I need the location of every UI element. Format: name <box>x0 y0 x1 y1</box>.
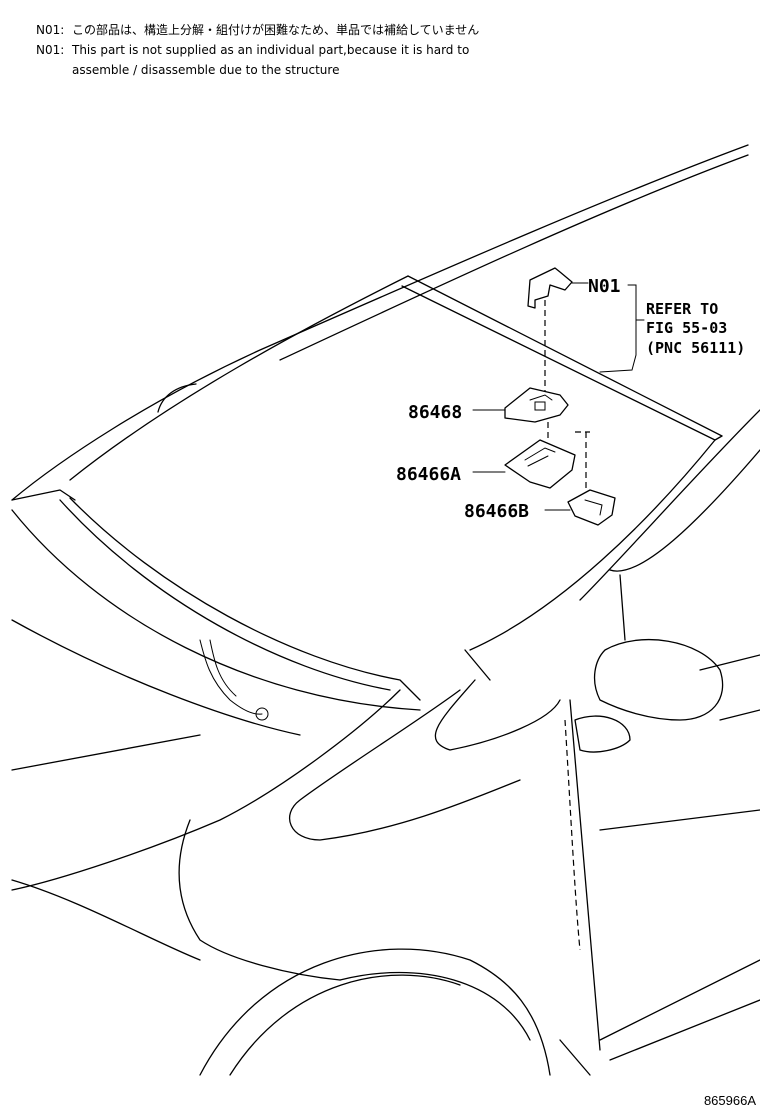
note-code: N01: <box>36 43 65 57</box>
reference-line3: (PNC 56111) <box>646 339 745 357</box>
reference-line1: REFER TO <box>646 300 718 318</box>
part-n01-bracket <box>527 267 573 309</box>
note-code: N01: <box>36 23 65 37</box>
callout-86466b: 86466B <box>464 501 529 522</box>
callout-86468: 86468 <box>408 402 462 423</box>
figure-id: 865966A <box>703 1093 756 1108</box>
reference-line2: FIG 55-03 <box>646 319 727 337</box>
car-body-outline <box>11 144 760 1076</box>
part-86468-cover <box>504 387 569 423</box>
notes-block: N01: この部品は、構造上分解・組付けが困難なため、単品では補給していません N… <box>36 20 479 80</box>
note-japanese: N01: この部品は、構造上分解・組付けが困難なため、単品では補給していません <box>36 20 479 40</box>
part-86466b-cover <box>567 489 616 526</box>
note-text: This part is not supplied as an individu… <box>72 43 470 57</box>
note-english-cont: assemble / disassemble due to the struct… <box>72 63 340 77</box>
callout-86466a: 86466A <box>396 464 461 485</box>
note-text: この部品は、構造上分解・組付けが困難なため、単品では補給していません <box>72 23 480 37</box>
callout-n01: N01 <box>588 276 621 297</box>
part-86466a-cover <box>504 439 576 489</box>
note-english: N01: This part is not supplied as an indi… <box>36 40 479 60</box>
